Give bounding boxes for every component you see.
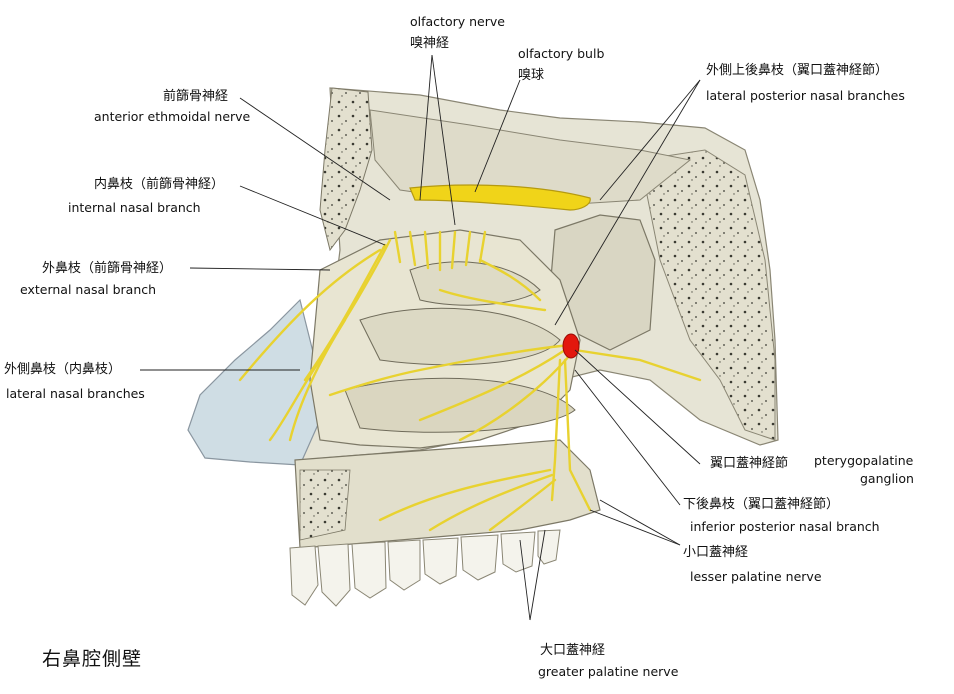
olfactory-bulb-label-en: olfactory bulb [518,46,605,61]
lateral-posterior-nasal-label-jp: 外側上後鼻枝（翼口蓋神経節） [706,63,889,78]
inferior-posterior-nasal-label-jp: 下後鼻枝（翼口蓋神経節） [683,497,840,512]
pterygopalatine-label-jp: 翼口蓋神経節 [710,456,789,471]
olfactory-bulb-label-jp: 嗅球 [518,68,545,83]
greater-palatine-label-jp: 大口蓋神経 [540,643,606,658]
external-nasal-label-jp: 外鼻枝（前篩骨神経） [42,261,173,276]
inferior-posterior-nasal-label-en: inferior posterior nasal branch [690,519,880,534]
pterygopalatine-label-en-1: pterygopalatine [814,453,914,468]
olfactory-nerve-label-jp: 嗅神経 [410,36,450,51]
nasal-cartilage [187,298,321,466]
leader-lines [140,54,701,621]
lesser-palatine-label-jp: 小口蓋神経 [683,545,749,560]
middle-concha [359,307,561,366]
olfactory-bulb [409,184,591,211]
sphenoid-spongy-bone [639,149,776,441]
maxilla-spongy-bone [299,469,351,541]
pterygopalatine-label-en-2: ganglion [860,471,914,486]
superior-concha [409,261,541,306]
greater-palatine-label-en: greater palatine nerve [538,664,679,679]
nerve-network [238,230,702,532]
lesser-palatine-label-en: lesser palatine nerve [690,569,822,584]
external-nasal-label-en: external nasal branch [20,282,157,297]
frontal-spongy-bone [319,87,373,252]
olfactory-nerve-label-en: olfactory nerve [410,14,505,29]
anterior-ethmoidal-label-en: anterior ethmoidal nerve [94,109,251,124]
anterior-ethmoidal-label-jp: 前篩骨神経 [163,89,229,104]
figure-title: 右鼻腔側壁 [42,648,143,670]
internal-nasal-label-jp: 内鼻枝（前篩骨神経） [94,177,225,192]
pterygopalatine-ganglion [562,333,580,359]
lateral-posterior-nasal-label-en: lateral posterior nasal branches [706,88,905,103]
inferior-concha [344,377,576,433]
lateral-nasal-label-en: lateral nasal branches [6,386,145,401]
upper-cranial-fossa [369,109,692,206]
lateral-nasal-label-jp: 外側鼻枝（内鼻枝） [4,362,122,377]
internal-nasal-label-en: internal nasal branch [68,200,201,215]
